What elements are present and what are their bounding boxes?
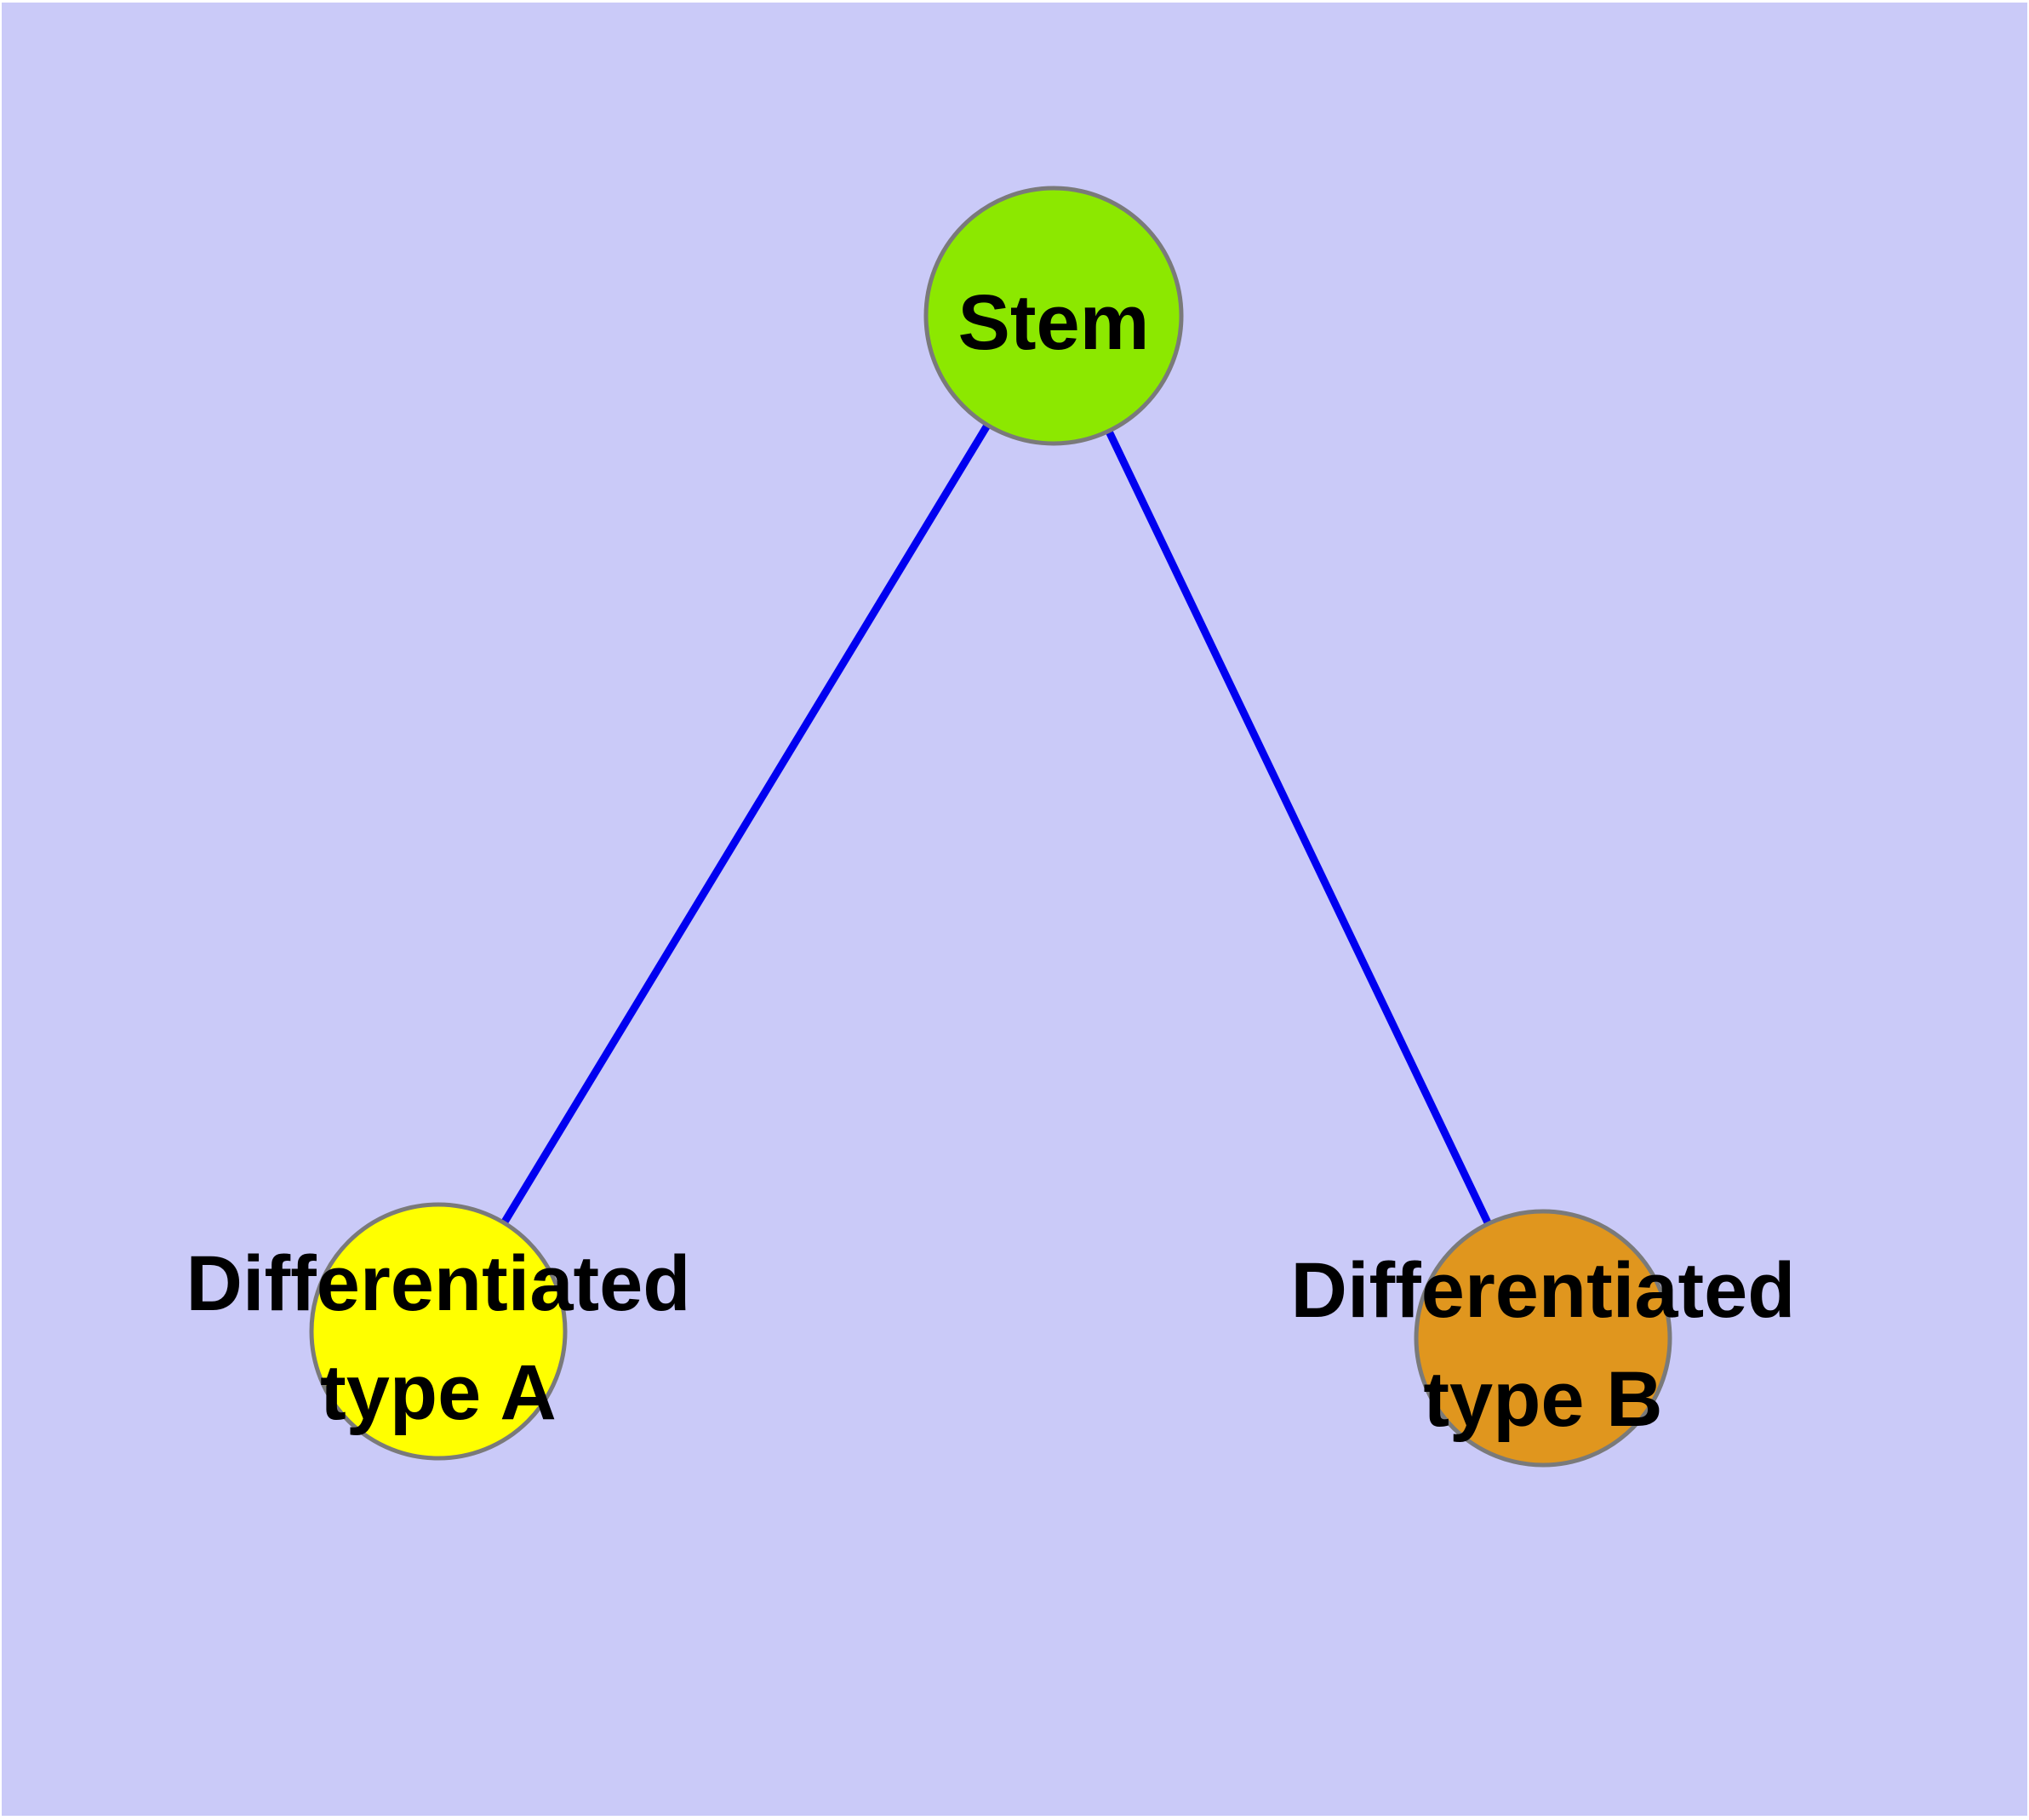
node-type-a-label: Differentiated type A xyxy=(186,1229,691,1447)
node-type-b-circle xyxy=(1414,1209,1672,1468)
edge-stem-to-type-a xyxy=(435,313,1057,1334)
node-type-a-circle xyxy=(309,1202,568,1461)
node-type-a-label-line2: type A xyxy=(320,1349,557,1436)
node-type-b-label-line1: Differentiated xyxy=(1290,1247,1796,1334)
node-type-a-label-line1: Differentiated xyxy=(186,1240,691,1327)
node-type-b-label: Differentiated type B xyxy=(1291,1236,1796,1454)
node-type-b-label-line2: type B xyxy=(1423,1356,1663,1443)
node-stem-label: Stem xyxy=(957,279,1150,366)
node-stem-circle xyxy=(923,186,1184,446)
edge-stem-to-type-b xyxy=(1049,314,1547,1340)
